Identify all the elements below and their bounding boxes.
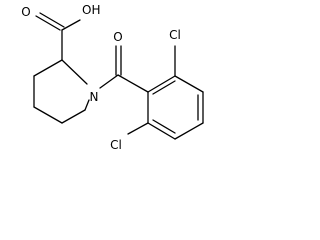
- bond-n-ccarbonyl: [99, 74, 119, 89]
- bond-c-o-double-2: [39, 12, 65, 28]
- piperidine-ring: [33, 59, 90, 124]
- bond-ar-inner-3: [152, 119, 176, 134]
- carboxyl-oxygen-label: O: [21, 5, 30, 19]
- bond-c-o-double-1: [35, 15, 61, 31]
- bond-c-oh: [61, 19, 81, 31]
- bond-ar-cl-bottom: [127, 122, 149, 135]
- chemical-structure: O OH N O Cl Cl: [21, 3, 204, 152]
- bond-ar-5-6: [147, 122, 176, 140]
- bond-ar-2-3: [174, 75, 204, 93]
- bond-c5-c6: [61, 109, 86, 124]
- bond-n-c2: [61, 59, 88, 85]
- bond-ccarbonyl-ring: [117, 74, 149, 93]
- chlorine-top-label: Cl: [169, 28, 181, 42]
- structure-canvas: O OH N O Cl Cl: [0, 0, 219, 157]
- bond-ar-4-5: [174, 122, 204, 140]
- bond-c6-n: [84, 99, 90, 111]
- chlorine-bottom-label: Cl: [110, 138, 122, 152]
- bond-c4-c5: [33, 106, 63, 124]
- bond-ar-1-2: [147, 75, 176, 93]
- bond-ar-inner-1: [152, 80, 176, 95]
- dichlorophenyl-ring: [127, 45, 204, 140]
- nitrogen-label: N: [90, 90, 99, 104]
- carbonyl-oxygen-label: O: [113, 30, 122, 44]
- carboxylic-acid-group: [35, 12, 81, 61]
- bond-c2-c3: [33, 59, 63, 77]
- amide-carbonyl: [99, 45, 149, 93]
- hydroxyl-label: OH: [82, 3, 100, 17]
